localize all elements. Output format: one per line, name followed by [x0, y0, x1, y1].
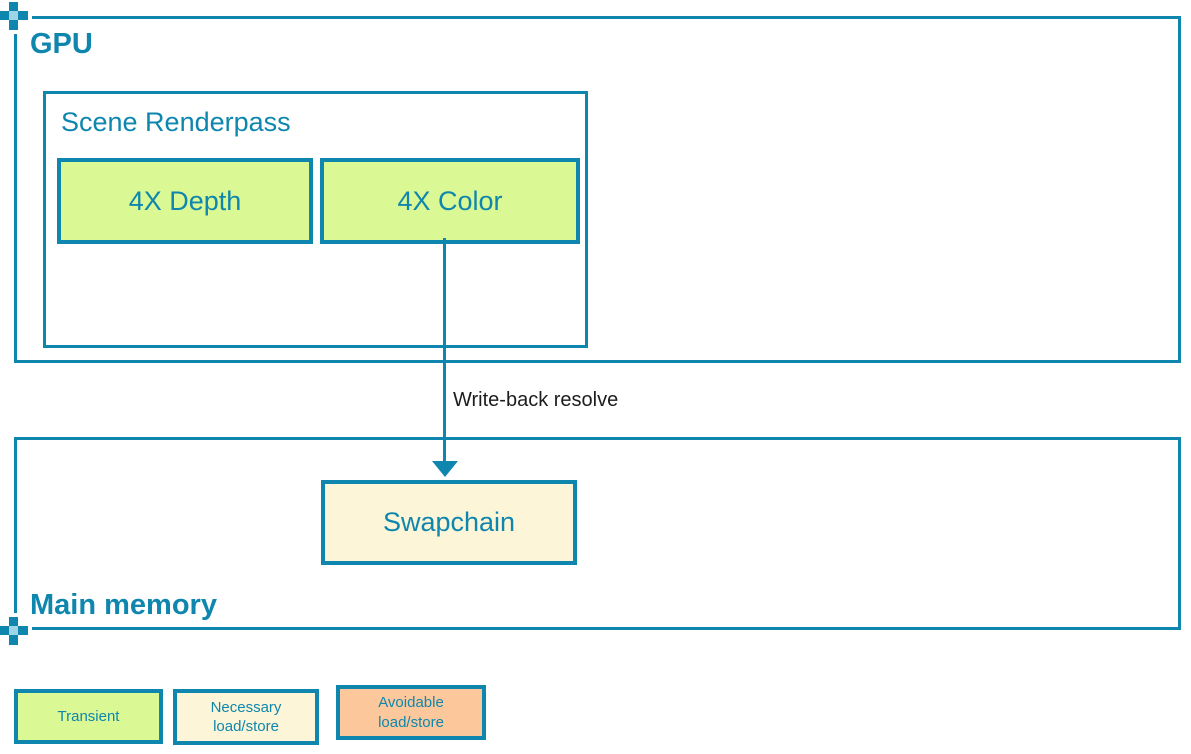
- resolve-arrow-head: [432, 461, 458, 477]
- legend-label-avoidable-load-store: Avoidable load/store: [378, 694, 444, 731]
- cross-center: [9, 11, 18, 20]
- scene-renderpass-box: Scene Renderpass 4X Depth 4X Color: [43, 91, 588, 348]
- corner-cross-marker-top: [0, 0, 32, 34]
- color-attachment-node: 4X Color: [320, 158, 580, 244]
- scene-renderpass-label: Scene Renderpass: [61, 107, 291, 137]
- depth-attachment-node: 4X Depth: [57, 158, 313, 244]
- main-memory-label: Main memory: [30, 589, 217, 621]
- cross-center: [9, 626, 18, 635]
- depth-attachment-label: 4X Depth: [128, 185, 242, 216]
- resolve-arrow-label: Write-back resolve: [453, 389, 619, 411]
- resolve-arrow-line: [443, 238, 446, 462]
- gpu-label: GPU: [30, 28, 93, 60]
- legend-label-transient: Transient: [57, 707, 120, 725]
- legend-item-transient: Transient: [14, 689, 163, 744]
- legend-item-avoidable-load-store: Avoidable load/store: [336, 685, 486, 740]
- main-memory-box: Swapchain Main memory: [14, 437, 1181, 630]
- gpu-box: GPU Scene Renderpass 4X Depth 4X Color: [14, 16, 1181, 363]
- swapchain-node: Swapchain: [321, 480, 577, 565]
- color-attachment-label: 4X Color: [397, 185, 503, 216]
- swapchain-label: Swapchain: [382, 507, 516, 537]
- corner-cross-marker-bottom: [0, 613, 32, 649]
- legend-item-necessary-load-store: Necessary load/store: [173, 689, 319, 745]
- legend-label-necessary-load-store: Necessary load/store: [210, 698, 282, 736]
